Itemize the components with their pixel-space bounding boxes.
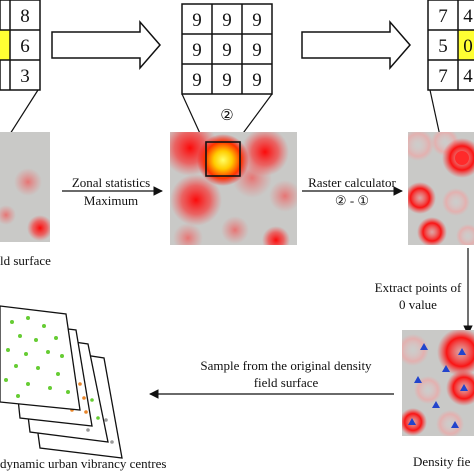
grid-center-cell: 9 (252, 40, 262, 61)
extracted-point (420, 343, 428, 350)
extracted-point (408, 418, 416, 425)
grid-left-cell: 6 (20, 36, 30, 57)
block-arrow-right (51, 19, 161, 71)
grid-center-cell: 9 (192, 40, 202, 61)
extract-label: Extract points of (375, 280, 462, 295)
grid-left-cell: 3 (20, 66, 30, 87)
density-surface-center (170, 132, 297, 245)
zoom-line (429, 89, 441, 137)
grid-right-cell: 5 (438, 36, 448, 57)
sample-subtitle-label: field surface (254, 375, 319, 390)
grid-left: 8 6 3 (0, 0, 41, 135)
vibrancy-layer-front (0, 305, 81, 411)
density-field-points (402, 330, 474, 436)
density-field-label: Density fie (413, 454, 471, 469)
extracted-point (442, 365, 450, 372)
step-marker-2: ② (220, 108, 233, 124)
extracted-point (414, 376, 422, 383)
grid-right-cell: 7 (438, 6, 448, 27)
grid-center-cell: 9 (252, 10, 262, 31)
extracted-point (458, 348, 466, 355)
block-arrow-right (301, 19, 411, 71)
grid-center-cell: 9 (192, 70, 202, 91)
grid-center-cell: 9 (222, 40, 232, 61)
grid-right: 7 4 5 0 7 4 (427, 0, 474, 137)
extracted-point (432, 401, 440, 408)
grid-center-frame (181, 3, 273, 95)
density-surface-left (0, 132, 50, 242)
density-surface-right (408, 132, 474, 245)
zonal-window (205, 141, 241, 177)
extract-value-label: 0 value (399, 297, 437, 312)
surface-left-label: ld surface (0, 253, 51, 268)
raster-formula-label: ② - ① (335, 193, 369, 208)
grid-center-cell: 9 (222, 10, 232, 31)
grid-right-cell: 7 (438, 66, 448, 87)
grid-left-cell: 8 (20, 6, 30, 27)
maximum-label: Maximum (84, 193, 138, 208)
grid-center: 9 9 9 9 9 9 9 9 9 ② (181, 3, 273, 141)
extracted-point (460, 384, 468, 391)
zonal-statistics-label: Zonal statistics (72, 175, 150, 190)
extracted-point (451, 421, 459, 428)
grid-center-cell: 9 (252, 70, 262, 91)
extracted-points (408, 343, 468, 428)
bottom-caption: dynamic urban vibrancy centres (0, 456, 166, 471)
grid-left-highlight (0, 30, 10, 60)
grid-right-cell: 4 (463, 66, 473, 87)
grid-right-highlight (458, 30, 474, 60)
grid-right-cell: 4 (463, 6, 473, 27)
raster-calculator-label: Raster calculator (308, 175, 396, 190)
vibrancy-layer-stack (0, 305, 123, 459)
zoom-line (9, 89, 39, 135)
sample-label: Sample from the original density (200, 358, 372, 373)
grid-center-cell: 9 (222, 70, 232, 91)
grid-right-cell: 0 (463, 36, 473, 57)
grid-center-cell: 9 (192, 10, 202, 31)
